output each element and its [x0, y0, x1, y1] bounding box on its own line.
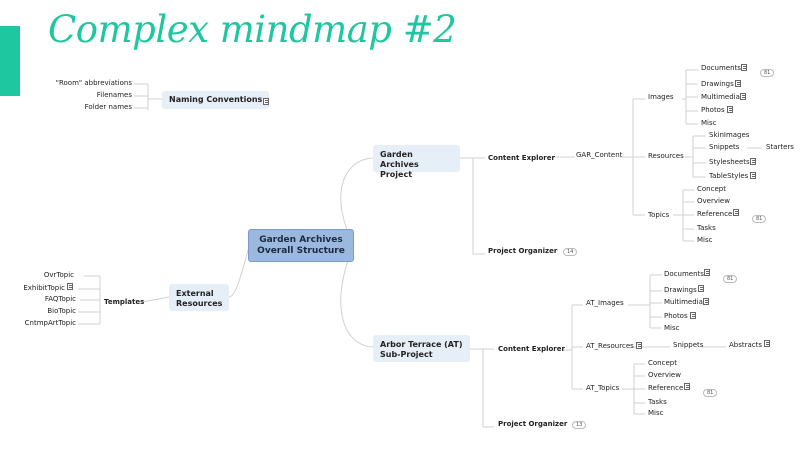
- at-topics-concept[interactable]: Concept: [648, 359, 677, 367]
- at-topics-misc[interactable]: Misc: [648, 409, 664, 417]
- at-topics-reference[interactable]: Reference: [648, 384, 684, 392]
- accent-bar: [0, 26, 20, 96]
- note-icon[interactable]: [703, 298, 709, 305]
- template-cntmparttopic[interactable]: CntmpArtTopic: [24, 319, 76, 327]
- naming-conventions-label: Naming Conventions: [169, 95, 263, 104]
- garden-images-multimedia[interactable]: Multimedia: [701, 93, 740, 101]
- garden-reference-badge: 81: [752, 215, 767, 223]
- garden-resources-tablestyles[interactable]: TableStyles: [709, 172, 749, 180]
- central-topic[interactable]: Garden Archives Overall Structure: [248, 229, 354, 262]
- garden-topics-overview[interactable]: Overview: [697, 197, 730, 205]
- at-resources-node[interactable]: AT_Resources: [586, 342, 634, 350]
- naming-item-folder-names[interactable]: Folder names: [84, 103, 132, 111]
- note-icon[interactable]: [67, 283, 73, 290]
- templates-node[interactable]: Templates: [104, 298, 145, 306]
- note-icon[interactable]: [733, 209, 739, 216]
- arbor-terrace-subproject-node[interactable]: Arbor Terrace (AT) Sub-Project: [373, 335, 470, 362]
- template-faqtopic[interactable]: FAQTopic: [44, 295, 76, 303]
- garden-topics-node[interactable]: Topics: [648, 211, 670, 219]
- note-icon[interactable]: [698, 285, 704, 292]
- arbor-project-line2: Sub-Project: [380, 350, 433, 359]
- garden-resources-skinimages[interactable]: SkinImages: [709, 131, 750, 139]
- note-icon[interactable]: [263, 98, 269, 105]
- naming-item-room[interactable]: "Room" abbreviations: [55, 79, 132, 87]
- garden-images-photos[interactable]: Photos: [701, 106, 725, 114]
- arbor-project-line1: Arbor Terrace (AT): [380, 340, 463, 349]
- garden-topics-tasks[interactable]: Tasks: [697, 224, 716, 232]
- naming-item-filenames[interactable]: Filenames: [96, 91, 132, 99]
- arbor-content-explorer[interactable]: Content Explorer: [498, 345, 565, 353]
- arbor-project-organizer[interactable]: Project Organizer: [498, 420, 568, 428]
- garden-archives-project-node[interactable]: Garden Archives Project: [373, 145, 460, 179]
- garden-images-misc[interactable]: Misc: [701, 119, 717, 127]
- note-icon[interactable]: [690, 312, 696, 319]
- garden-po-badge: 14: [563, 248, 578, 256]
- at-topics-node[interactable]: AT_Topics: [586, 384, 620, 392]
- naming-conventions-node[interactable]: Naming Conventions: [162, 91, 270, 109]
- garden-images-node[interactable]: Images: [648, 93, 674, 101]
- at-resources-snippets[interactable]: Snippets: [673, 341, 704, 349]
- note-icon[interactable]: [750, 172, 756, 179]
- garden-documents-badge: 81: [760, 69, 775, 77]
- note-icon[interactable]: [750, 158, 756, 165]
- garden-project-organizer[interactable]: Project Organizer: [488, 247, 558, 255]
- note-icon[interactable]: [727, 106, 733, 113]
- garden-project-line1: Garden Archives: [380, 150, 419, 169]
- garden-topics-concept[interactable]: Concept: [697, 185, 726, 193]
- at-resources-abstracts[interactable]: Abstracts: [729, 341, 763, 349]
- garden-project-line2: Project: [380, 170, 413, 179]
- template-ovrtopic[interactable]: OvrTopic: [43, 271, 74, 279]
- at-images-drawings[interactable]: Drawings: [664, 286, 697, 294]
- garden-content-explorer[interactable]: Content Explorer: [488, 154, 555, 162]
- page-title: Complex mindmap #2: [48, 8, 457, 51]
- central-topic-line2: Overall Structure: [257, 246, 345, 256]
- at-images-photos[interactable]: Photos: [664, 312, 688, 320]
- garden-resources-starters[interactable]: Starters: [766, 143, 794, 151]
- at-images-misc[interactable]: Misc: [664, 324, 680, 332]
- template-biotopic[interactable]: BioTopic: [47, 307, 76, 315]
- at-images-documents[interactable]: Documents: [664, 270, 704, 278]
- garden-topics-reference[interactable]: Reference: [697, 210, 733, 218]
- note-icon[interactable]: [741, 64, 747, 71]
- central-topic-line1: Garden Archives: [259, 235, 343, 245]
- garden-resources-snippets[interactable]: Snippets: [709, 143, 740, 151]
- note-icon[interactable]: [704, 269, 710, 276]
- at-images-node[interactable]: AT_Images: [586, 299, 624, 307]
- note-icon[interactable]: [684, 383, 690, 390]
- external-resources-node[interactable]: External Resources: [169, 284, 229, 311]
- at-reference-badge: 81: [703, 389, 718, 397]
- arbor-po-badge: 13: [572, 421, 587, 429]
- note-icon[interactable]: [636, 342, 642, 349]
- garden-topics-misc[interactable]: Misc: [697, 236, 713, 244]
- template-exhibittopic[interactable]: ExhibitTopic: [23, 284, 65, 292]
- external-resources-line2: Resources: [176, 299, 223, 308]
- garden-images-drawings[interactable]: Drawings: [701, 80, 734, 88]
- garden-resources-node[interactable]: Resources: [648, 152, 684, 160]
- external-resources-line1: External: [176, 289, 214, 298]
- garden-resources-stylesheets[interactable]: Stylesheets: [709, 158, 750, 166]
- at-images-multimedia[interactable]: Multimedia: [664, 298, 703, 306]
- note-icon[interactable]: [764, 340, 770, 347]
- note-icon[interactable]: [735, 80, 741, 87]
- at-topics-tasks[interactable]: Tasks: [648, 398, 667, 406]
- at-topics-overview[interactable]: Overview: [648, 371, 681, 379]
- note-icon[interactable]: [740, 93, 746, 100]
- at-documents-badge: 81: [723, 275, 738, 283]
- garden-images-documents[interactable]: Documents: [701, 64, 741, 72]
- gar-content-node[interactable]: GAR_Content: [576, 151, 623, 159]
